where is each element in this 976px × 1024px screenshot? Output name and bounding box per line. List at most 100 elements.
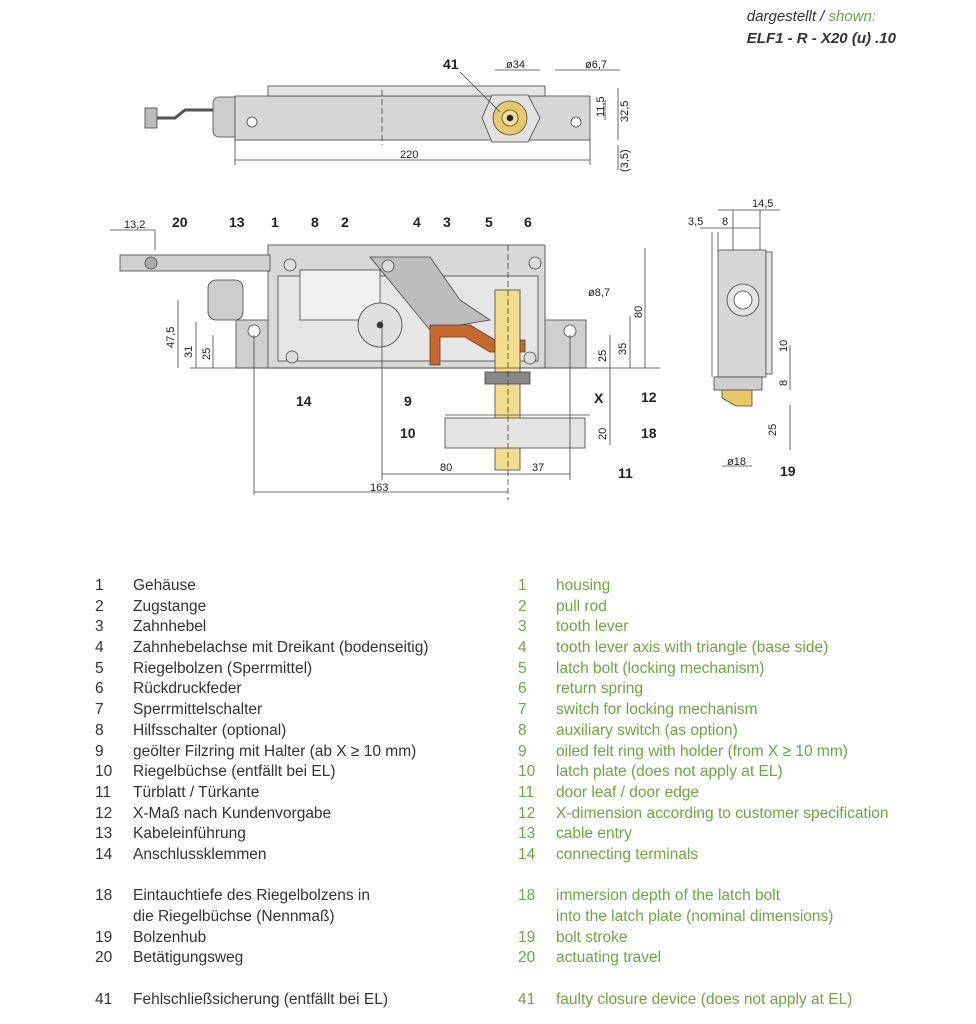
legend-number: 2 [518,597,527,615]
dim-d8-7: ø8,7 [588,287,610,299]
legend-number: 20 [518,949,536,967]
legend-number: 20 [95,949,113,967]
legend-number: 5 [518,659,527,677]
dim-13-2: 13,2 [124,219,145,231]
dim-10: 10 [778,340,790,352]
callout-6: 6 [524,214,532,230]
legend-item: 18 Eintauchtiefe des Riegelbolzens in [95,886,495,907]
front-view [110,229,660,500]
legend-text: Gehäuse [133,577,196,594]
legend-number: 41 [518,990,536,1008]
callout-3: 3 [443,214,451,230]
legend-number: 14 [95,845,113,863]
legend-text: X-Maß nach Kundenvorgabe [133,804,332,822]
legend-text: tooth lever [556,618,629,636]
callout-9: 9 [404,393,412,409]
dim-31: 31 [183,346,195,358]
legend-text: Kabeleinführung [133,825,246,843]
legend-number: 6 [95,680,104,698]
dim-35: 35 [617,343,629,355]
callout-13: 13 [229,214,245,230]
callout-12: 12 [641,389,657,405]
dim-8-top: 8 [722,216,728,228]
dim-25-right: 25 [597,350,609,362]
side-view [700,209,791,467]
legend-number: 1 [95,577,104,594]
legend-number: 9 [95,742,104,760]
dim-d18: ø18 [727,456,746,468]
legend-text: connecting terminals [556,845,699,863]
legend-number: 41 [95,990,113,1008]
callout-11: 11 [618,465,633,481]
legend-text: tooth lever axis with triangle (base sid… [556,639,829,657]
legend-number: 18 [95,887,113,905]
legend-item: 20 actuating travel [518,948,958,969]
legend-item: 9 geölter Filzring mit Halter (ab X ≥ 10 … [95,742,495,763]
legend-text: cable entry [556,825,632,843]
legend-text: pull rod [556,597,607,615]
legend-number: 10 [518,763,536,781]
legend-number: 3 [95,618,104,636]
legend-text: actuating travel [556,949,662,967]
legend-number: 12 [95,804,113,822]
callout-4: 4 [413,214,421,230]
dim-d34: ø34 [506,59,525,71]
callout-20: 20 [172,214,188,230]
legend-text: faulty closure device (does not apply at… [556,990,853,1008]
dim-3-5: 3,5 [688,216,703,228]
callout-2: 2 [341,214,349,230]
legend-number: 14 [518,845,536,863]
legend-number: 13 [95,825,113,843]
legend-text: Eintauchtiefe des Riegelbolzens in [133,887,370,905]
legend-item: 1 Gehäuse [95,576,495,597]
legend-text: Hilfsschalter (optional) [133,721,287,739]
separator: / [816,8,829,25]
legend-number: 12 [518,804,536,822]
legend-text-continued: die Riegelbüchse (Nennmaß) [133,908,335,925]
legend-text: housing [556,577,611,594]
technical-drawing: 41 ø34 ø6,7 2 20 11,5 32,5 (3,5) [110,56,796,500]
legend-text: Sperrmittelschalter [133,701,263,719]
legend-item: 41 Fehlschließsicherung (entfällt bei EL) [95,990,495,1011]
dim-14-5: 14,5 [752,198,773,210]
legend-number: 8 [518,721,527,739]
legend-text: auxiliary switch (as option) [556,721,738,739]
legend-text: latch bolt (locking mechanism) [556,659,765,677]
legend-text: Zahnhebelachse mit Dreikant (bodenseitig… [133,639,429,657]
legend-item: 41 faulty closure device (does not apply … [518,990,958,1011]
dim-d67: ø6,7 [585,59,607,71]
callout-5: 5 [485,214,493,230]
legend-text: geölter Filzring mit Halter (ab X ≥ 10 m… [133,742,417,760]
legend-number: 19 [518,928,536,946]
legend-text: Fehlschließsicherung (entfällt bei EL) [133,990,389,1008]
legend-text: return spring [556,680,644,698]
callout-41: 41 [443,56,459,72]
legend-number: 18 [518,887,536,905]
dim-3-5-ref: (3,5) [619,149,631,172]
dim-11-5: 11,5 [595,96,607,117]
legend-number: 3 [518,618,527,636]
legend-number: 11 [518,783,535,801]
legend-text: bolt stroke [556,928,628,946]
dim-25-left: 25 [201,348,213,360]
dim-32-5: 32,5 [619,101,631,122]
